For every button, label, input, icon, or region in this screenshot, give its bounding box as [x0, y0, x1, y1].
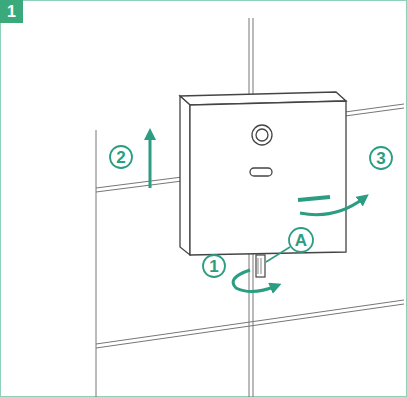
step-number: 1 — [7, 4, 16, 20]
flush-panel — [180, 92, 346, 255]
motion-arrows — [150, 134, 364, 292]
leader-line — [266, 247, 290, 262]
screw — [256, 255, 265, 277]
tile-joints — [96, 18, 404, 397]
marker-bar — [298, 197, 330, 200]
step-box — [0, 0, 23, 23]
callout-number: 3 — [376, 150, 385, 167]
callout-number: 1 — [209, 258, 218, 275]
callout-number: 2 — [116, 149, 125, 166]
callout-letter: A — [295, 232, 307, 249]
callout-circles — [110, 146, 392, 277]
